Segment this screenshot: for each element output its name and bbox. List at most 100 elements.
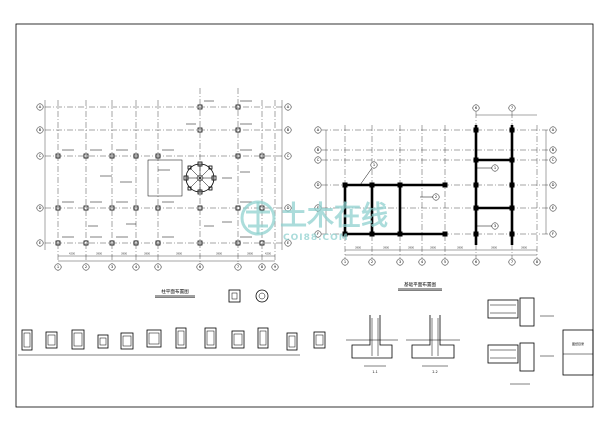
column-section — [120, 332, 134, 350]
beam-tag: 3 — [494, 224, 496, 228]
column — [235, 205, 241, 211]
grid-bubble-label: 4 — [135, 265, 138, 269]
watermark-logo-icon — [240, 200, 276, 236]
column-section — [45, 331, 58, 349]
grid-bubble-label: D — [39, 206, 42, 210]
column-section — [71, 329, 85, 350]
column — [109, 205, 115, 211]
grid-bubble-label: C — [317, 158, 320, 162]
beam-section-b — [487, 344, 519, 364]
column-section — [231, 330, 245, 349]
grid-bubble-label: D — [552, 183, 555, 187]
grid-bubble-label: C — [552, 158, 555, 162]
section-profile-1 — [351, 315, 393, 359]
column — [259, 240, 265, 246]
grid-bubble-label: A — [39, 105, 42, 109]
watermark-subtext: COI88.COM — [283, 233, 349, 243]
section-title-2: 2-2 — [432, 370, 437, 374]
grid-bubble-label: A — [317, 128, 320, 132]
title-block-frame — [562, 329, 594, 376]
grid-bubble-label: 2 — [85, 265, 87, 269]
column — [55, 153, 61, 159]
bottom-dimensions: 3900 3900 3900 3900 3900 3900 3900 — [355, 247, 528, 250]
detail-symbols — [228, 289, 269, 303]
column-layout-plan: 4200 3900 3900 3900 3900 3900 3900 4200 … — [36, 88, 292, 298]
column-section — [286, 332, 298, 351]
sheet-border — [15, 23, 594, 408]
grid-bubbles-x: 1 2 3 4 5 6 7 8 6 7 — [341, 104, 541, 266]
column-section-schedule — [18, 327, 326, 356]
beam-tag: 1 — [373, 163, 375, 167]
column — [235, 104, 241, 110]
right-plan-title: 基础平面布置图 — [404, 281, 437, 288]
dimension-label: 3900 — [176, 253, 183, 256]
grid-bubble-label: 6 — [475, 106, 478, 110]
grid-bubble-label: 5 — [157, 265, 159, 269]
grid-bubble-label: 1 — [344, 260, 346, 264]
grid-bubble-label: B — [317, 148, 320, 152]
beam-tags: 1 2 1 3 — [370, 161, 499, 230]
foundation-beams — [343, 125, 514, 245]
dimension-label: 3900 — [408, 247, 415, 250]
grid-bubble-label: 6 — [199, 265, 202, 269]
grid-bubble-label: 4 — [421, 260, 424, 264]
dimension-label: 3900 — [216, 253, 223, 256]
watermark-text: 土木在线 — [280, 201, 388, 232]
column-section — [204, 327, 217, 349]
column-section — [97, 334, 109, 349]
grid-bubble-label: F — [317, 232, 319, 236]
circular-column-detail — [255, 289, 269, 303]
grid-bubble-label: F — [552, 232, 554, 236]
beam-tag: 2 — [435, 195, 437, 199]
grid-bubble-label: A — [552, 128, 555, 132]
foundation-sections: 1-1 2-2 — [346, 315, 460, 374]
grid-bubble-label: 8 — [536, 260, 539, 264]
grid-bubble-label: C — [39, 154, 42, 158]
beam-section-a — [487, 299, 519, 319]
column — [155, 153, 161, 159]
dimension-label: 3900 — [121, 253, 128, 256]
grid-bubble-label: B — [39, 128, 42, 132]
section-profile-2 — [411, 315, 455, 359]
dimension-label: 3900 — [383, 247, 390, 250]
dimension-label: 3900 — [430, 247, 437, 250]
grid-bubble-label: 6 — [475, 260, 478, 264]
left-plan-title: 柱平面布置图 — [161, 288, 189, 295]
grid-bubble-label: 2 — [371, 260, 373, 264]
beam-sections — [487, 297, 554, 385]
title-block-text: 图纸目录 — [572, 341, 584, 346]
column-section — [257, 327, 269, 349]
bottom-dimensions: 4200 3900 3900 3900 3900 3900 3900 4200 — [69, 253, 272, 256]
column — [259, 153, 265, 159]
grid-bubble-label: 7 — [511, 106, 513, 110]
column — [83, 153, 89, 159]
column — [133, 205, 139, 211]
section-title-1: 1-1 — [372, 370, 377, 374]
grid-bubble-label: D — [317, 183, 320, 187]
dimension-label: 3900 — [457, 247, 464, 250]
column — [197, 104, 203, 110]
dimension-label: 4200 — [265, 253, 272, 256]
grid-bubble-label: 1 — [57, 265, 59, 269]
foundation-layout-plan: 1 2 1 3 3900 3900 3900 3900 3900 3900 39… — [314, 104, 557, 291]
column — [197, 205, 203, 211]
grid-bubble-label: 8 — [261, 265, 264, 269]
grid-bubbles-y: A B C D E F A B C D E F — [314, 126, 557, 238]
column — [83, 205, 89, 211]
grid-bubble-label: A — [287, 105, 290, 109]
dimension-label: 3900 — [144, 253, 151, 256]
column-section — [313, 331, 326, 349]
dimension-label: 3900 — [491, 247, 498, 250]
grid-bubble-label: B — [552, 148, 555, 152]
column-section-detail — [228, 289, 241, 303]
column — [133, 153, 139, 159]
grid-bubble-label: E — [317, 206, 320, 210]
column — [83, 240, 89, 246]
column-section — [175, 327, 187, 349]
stair-treads — [186, 164, 214, 192]
beam-section-a-column — [519, 297, 535, 327]
column — [235, 127, 241, 133]
grid-bubbles-y: A B C D E A B C D E — [36, 103, 292, 247]
dimension-label: 3900 — [247, 253, 254, 256]
